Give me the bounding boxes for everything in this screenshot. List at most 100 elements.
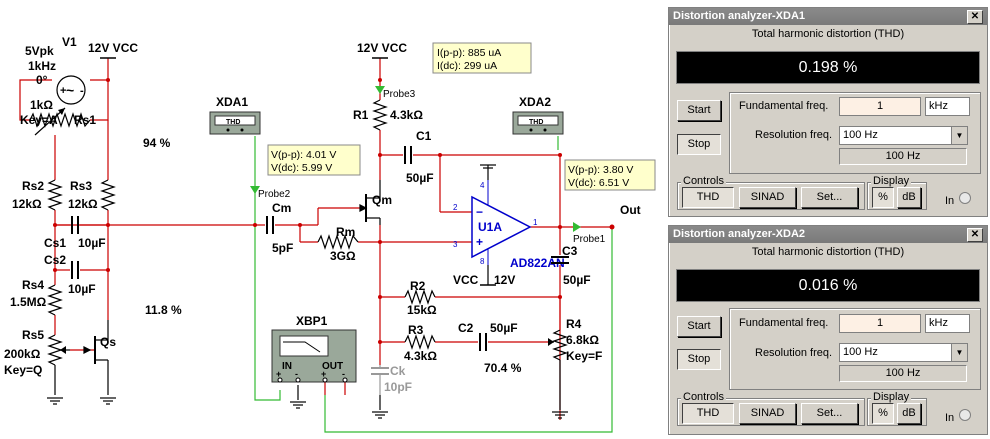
db-button[interactable]: dB: [897, 187, 921, 208]
r2-resistor[interactable]: [404, 289, 436, 305]
resolution-freq-value: 100 Hz: [843, 129, 878, 141]
ground-wires: [54, 165, 561, 410]
percent-button[interactable]: %: [872, 187, 894, 208]
c1-capacitor[interactable]: [404, 146, 412, 164]
rs1-key: Key=A: [20, 113, 58, 127]
out-terminal[interactable]: [609, 224, 615, 230]
u1a-minus: −: [476, 205, 483, 219]
r4-resistor[interactable]: [552, 329, 568, 361]
vcc-center-label: 12V VCC: [357, 41, 407, 55]
cs1-value: 10µF: [78, 236, 106, 250]
schematic-canvas[interactable]: + ~ - V1 5Vpk 1kHz 0° 12V VCC 1kΩ Key=A …: [0, 0, 665, 439]
probe3-ipp: I(p-p): 885 uA: [437, 47, 501, 59]
cm-capacitor[interactable]: [266, 216, 274, 234]
controls-group-label: Controls: [681, 391, 726, 403]
window-title: Distortion analyzer-XDA1: [673, 10, 806, 22]
chevron-down-icon[interactable]: ▼: [951, 127, 967, 144]
rs5-key: Key=Q: [4, 363, 42, 377]
xbp1-out: OUT: [322, 361, 343, 372]
stop-button[interactable]: Stop: [677, 134, 721, 155]
thd-subtitle: Total harmonic distortion (THD): [751, 246, 905, 258]
probe1-icon[interactable]: [573, 222, 581, 232]
svg-text:~: ~: [66, 82, 74, 98]
r1-resistor[interactable]: [372, 99, 388, 131]
out-label: Out: [620, 203, 641, 217]
rs2-value: 12kΩ: [12, 197, 42, 211]
resolution-freq-select[interactable]: 100 Hz ▼: [839, 343, 968, 362]
u1a-opamp[interactable]: [471, 180, 532, 265]
start-button[interactable]: Start: [677, 100, 721, 121]
probe2-vdc: V(dc): 5.99 V: [271, 162, 332, 174]
input-terminal-icon[interactable]: [959, 409, 971, 421]
start-button[interactable]: Start: [677, 316, 721, 337]
r4-value: 6.8kΩ: [566, 333, 599, 347]
set-button[interactable]: Set...: [801, 403, 858, 424]
probe2-icon[interactable]: [250, 186, 260, 194]
fundamental-freq-input[interactable]: 1: [839, 314, 921, 333]
u1a-ref: U1A: [478, 220, 502, 234]
v1-freq: 1kHz: [28, 59, 56, 73]
rs5-value: 200kΩ: [4, 347, 41, 361]
u1a-vcc-value: 12V: [494, 273, 515, 287]
qs-ref: Qs: [100, 335, 116, 349]
probe1-name: Probe1: [573, 234, 606, 245]
input-terminal-icon[interactable]: [959, 192, 971, 204]
distortion-analyzer-window-1[interactable]: Distortion analyzer-XDA1 ✕ Total harmoni…: [668, 7, 988, 217]
stop-button[interactable]: Stop: [677, 349, 721, 370]
window-titlebar[interactable]: Distortion analyzer-XDA1 ✕: [669, 8, 987, 25]
distortion-analyzer-window-2[interactable]: Distortion analyzer-XDA2 ✕ Total harmoni…: [668, 225, 988, 435]
fundamental-freq-input[interactable]: 1: [839, 97, 921, 116]
thd-button[interactable]: THD: [682, 403, 734, 424]
thd-button[interactable]: THD: [682, 187, 734, 208]
rm-resistor[interactable]: [317, 234, 359, 250]
chevron-down-icon[interactable]: ▼: [951, 344, 967, 361]
xda1-ref: XDA1: [216, 95, 248, 109]
qm-transistor[interactable]: [359, 180, 381, 225]
r3-resistor[interactable]: [404, 334, 436, 350]
set-button[interactable]: Set...: [801, 187, 858, 208]
xda1-instrument[interactable]: [209, 111, 261, 135]
c3-capacitor[interactable]: [551, 256, 569, 264]
cm-value: 5pF: [272, 241, 293, 255]
sinad-button[interactable]: SINAD: [739, 187, 796, 208]
rs2-resistor[interactable]: [47, 179, 63, 211]
input-label: In: [945, 195, 955, 207]
db-button[interactable]: dB: [897, 403, 921, 424]
rs4-ref: Rs4: [22, 278, 44, 292]
fundamental-freq-unit[interactable]: kHz: [925, 97, 970, 116]
close-icon[interactable]: ✕: [967, 228, 983, 242]
resolution-freq-value: 100 Hz: [843, 346, 878, 358]
probe1-readout-box: [564, 159, 656, 191]
svg-text:-: -: [80, 85, 84, 97]
close-icon[interactable]: ✕: [967, 10, 983, 24]
ck-capacitor[interactable]: [371, 365, 389, 395]
rs1-ref: Rs1: [74, 113, 96, 127]
r3-value: 4.3kΩ: [404, 349, 437, 363]
cs1-capacitor[interactable]: [71, 216, 79, 234]
rs1-resistor[interactable]: [29, 112, 91, 128]
qs-transistor[interactable]: [83, 335, 109, 365]
xbp1-bode-plotter[interactable]: [271, 329, 357, 383]
v1-source[interactable]: + ~ -: [56, 75, 86, 105]
input-label: In: [945, 412, 955, 424]
cs2-capacitor[interactable]: [71, 261, 79, 279]
u1a-plus: +: [476, 235, 483, 249]
xbp1-out-minus: -: [342, 369, 345, 379]
rs3-resistor[interactable]: [100, 179, 116, 211]
rs5-resistor[interactable]: [47, 334, 63, 366]
percent-button[interactable]: %: [872, 403, 894, 424]
resolution-freq-label: Resolution freq.: [755, 347, 833, 359]
xda2-instrument[interactable]: [512, 111, 564, 135]
cs1-ref: Cs1: [44, 236, 66, 250]
fundamental-freq-unit[interactable]: kHz: [925, 314, 970, 333]
probe3-icon[interactable]: [375, 86, 385, 94]
rs4-resistor[interactable]: [47, 284, 63, 316]
u1a-pin4: 4: [480, 181, 485, 190]
resolution-freq-label: Resolution freq.: [755, 129, 833, 141]
thd-display: 0.016 %: [676, 269, 980, 302]
resolution-freq-select[interactable]: 100 Hz ▼: [839, 126, 968, 145]
window-titlebar[interactable]: Distortion analyzer-XDA2 ✕: [669, 226, 987, 243]
c2-capacitor[interactable]: [479, 333, 487, 351]
rs4-value: 1.5MΩ: [10, 295, 47, 309]
sinad-button[interactable]: SINAD: [739, 403, 796, 424]
